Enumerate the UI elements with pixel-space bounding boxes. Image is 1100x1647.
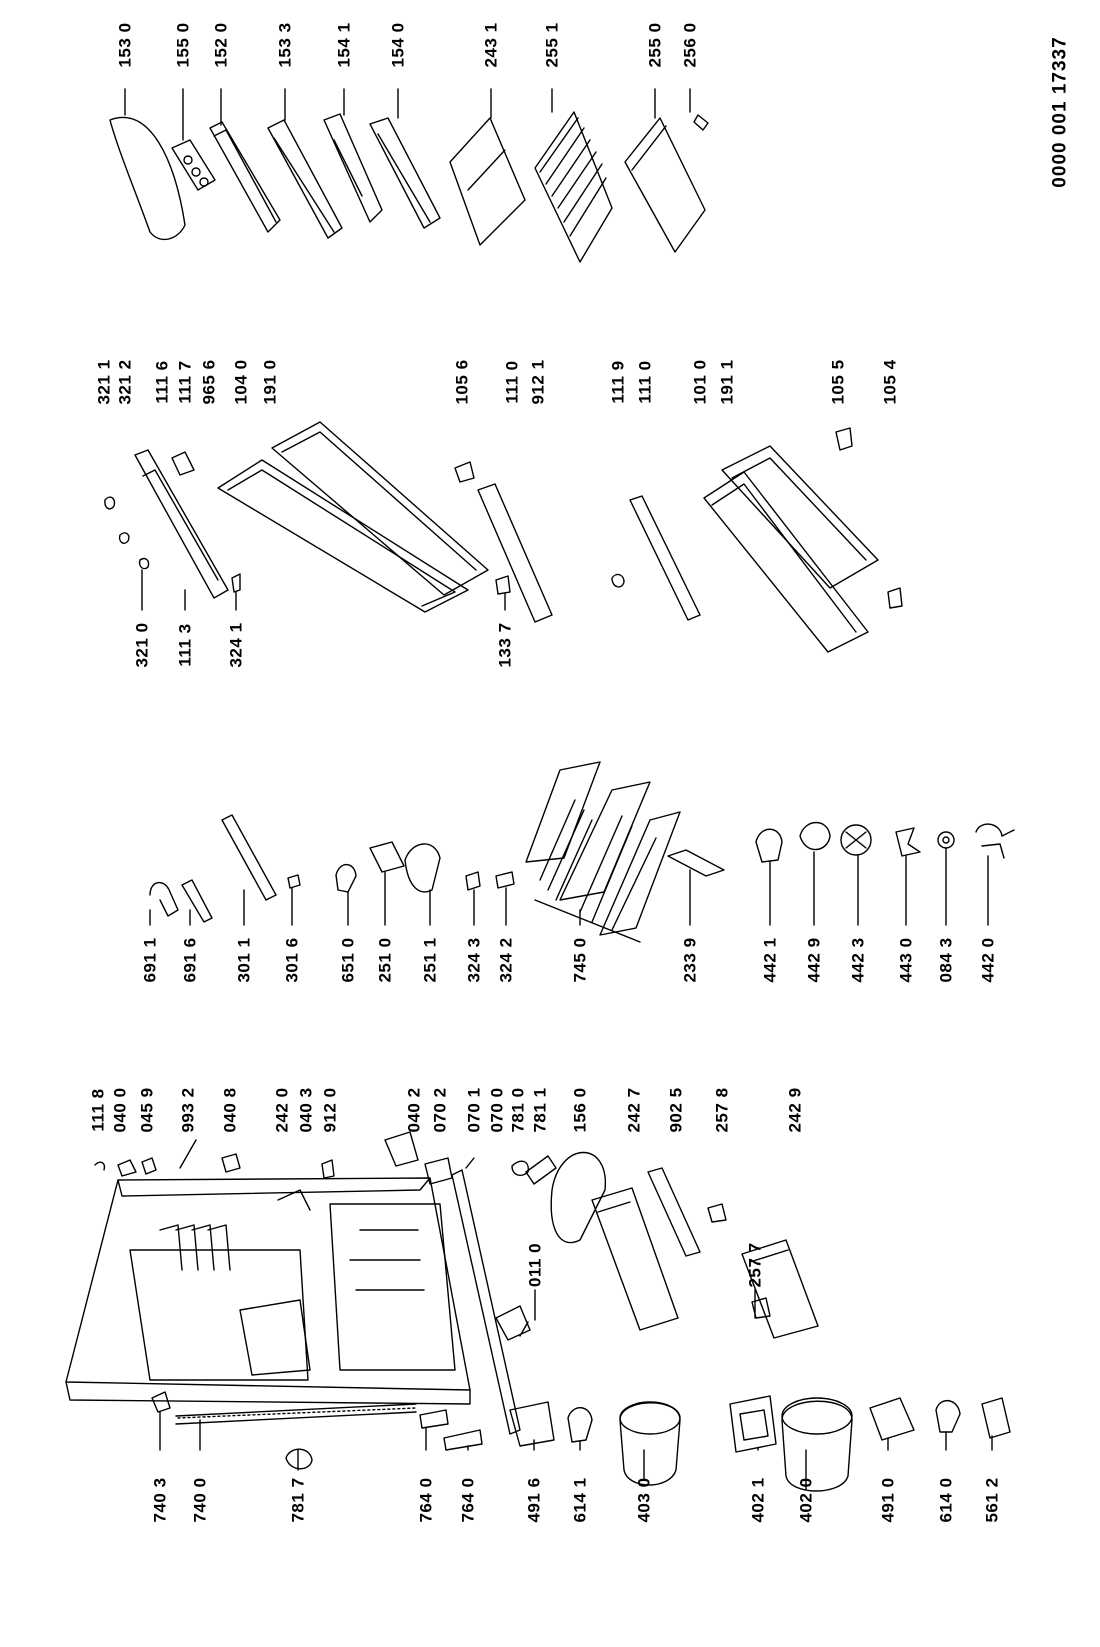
part-label: 301 1 [234, 937, 254, 983]
part-label: 912 1 [528, 359, 548, 405]
part-label: 154 1 [334, 22, 354, 68]
part-label: 045 9 [137, 1087, 157, 1133]
part-label: 781 7 [288, 1477, 308, 1523]
part-label: 443 0 [896, 937, 916, 983]
part-label: 155 0 [173, 22, 193, 68]
part-label: 902 5 [666, 1087, 686, 1133]
part-label: 651 0 [338, 937, 358, 983]
part-label: 243 1 [481, 22, 501, 68]
part-label: 105 5 [828, 359, 848, 405]
part-label: 491 0 [878, 1477, 898, 1523]
part-label: 781 1 [530, 1087, 550, 1133]
part-label: 154 0 [388, 22, 408, 68]
part-label: 242 0 [272, 1087, 292, 1133]
part-label: 442 1 [760, 937, 780, 983]
part-label: 152 0 [211, 22, 231, 68]
part-label: 614 1 [570, 1477, 590, 1523]
part-label: 781 0 [508, 1087, 528, 1133]
part-label: 111 0 [502, 360, 522, 404]
part-label: 111 7 [175, 360, 195, 404]
part-label: 442 3 [848, 937, 868, 983]
part-label: 153 3 [275, 22, 295, 68]
part-label: 242 7 [624, 1087, 644, 1133]
part-label: 321 2 [115, 359, 135, 405]
part-label: 104 0 [231, 359, 251, 405]
part-label: 745 0 [570, 937, 590, 983]
part-label: 233 9 [680, 937, 700, 983]
part-label: 255 1 [542, 22, 562, 68]
part-label: 111 3 [175, 623, 195, 667]
part-label: 133 7 [495, 622, 515, 668]
part-label: 101 0 [690, 359, 710, 405]
leader-lines [141, 569, 993, 1491]
doors-group [104, 421, 903, 653]
part-label: 191 1 [717, 359, 737, 405]
part-label: 070 0 [487, 1087, 507, 1133]
part-label: 070 1 [464, 1087, 484, 1133]
part-label: 442 0 [978, 937, 998, 983]
part-label: 105 6 [452, 359, 472, 405]
part-label: 040 0 [110, 1087, 130, 1133]
part-label: 111 0 [635, 360, 655, 404]
part-label: 251 1 [420, 937, 440, 983]
part-label: 321 1 [94, 359, 114, 405]
part-label: 156 0 [570, 1087, 590, 1133]
part-label: 740 3 [150, 1477, 170, 1523]
part-label: 242 9 [785, 1087, 805, 1133]
part-label: 402 0 [796, 1477, 816, 1523]
part-label: 965 6 [199, 359, 219, 405]
part-label: 070 2 [430, 1087, 450, 1133]
part-label: 324 1 [226, 622, 246, 668]
part-label: 740 0 [190, 1477, 210, 1523]
part-label: 255 0 [645, 22, 665, 68]
part-label: 301 6 [282, 937, 302, 983]
part-label: 257 7 [745, 1242, 765, 1288]
part-label: 153 0 [115, 22, 135, 68]
part-label: 111 6 [152, 360, 172, 404]
part-label: 084 3 [936, 937, 956, 983]
part-label: 993 2 [178, 1087, 198, 1133]
part-label: 257 8 [712, 1087, 732, 1133]
part-label: 324 3 [464, 937, 484, 983]
part-label: 040 8 [220, 1087, 240, 1133]
part-label: 251 0 [375, 937, 395, 983]
part-label: 442 9 [804, 937, 824, 983]
part-label: 191 0 [260, 359, 280, 405]
part-label: 040 3 [296, 1087, 316, 1133]
part-label: 111 8 [88, 1088, 108, 1132]
part-label: 691 6 [180, 937, 200, 983]
part-label: 040 2 [404, 1087, 424, 1133]
part-label: 491 6 [524, 1477, 544, 1523]
part-label: 256 0 [680, 22, 700, 68]
part-label: 011 0 [525, 1242, 545, 1288]
part-label: 614 0 [936, 1477, 956, 1523]
part-label: 691 1 [140, 937, 160, 983]
part-label: 111 9 [608, 360, 628, 404]
cabinet-group [65, 1131, 819, 1435]
part-label: 105 4 [880, 359, 900, 405]
part-label: 324 2 [496, 937, 516, 983]
part-label: 321 0 [132, 622, 152, 668]
part-label: 764 0 [416, 1477, 436, 1523]
part-label: 403 0 [634, 1477, 654, 1523]
door-shelves-group [109, 88, 709, 263]
evaporator-and-controls-group [149, 761, 1015, 943]
part-label: 561 2 [982, 1477, 1002, 1523]
compressor-and-electrics-group [151, 1391, 1011, 1492]
document-number: 0000 001 17337 [1049, 36, 1071, 188]
part-label: 402 1 [748, 1477, 768, 1523]
part-label: 764 0 [458, 1477, 478, 1523]
part-label: 912 0 [320, 1087, 340, 1133]
